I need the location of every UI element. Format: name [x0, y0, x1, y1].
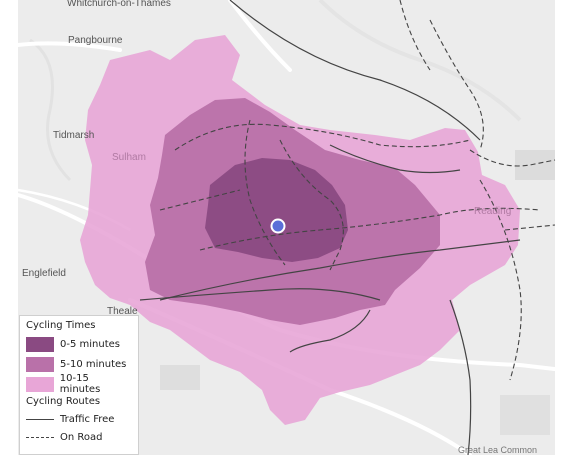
legend-label-10-15: 10-15 minutes	[59, 373, 101, 395]
legend-item-traffic-free: Traffic Free	[26, 410, 132, 428]
map-legend: Cycling Times 0-5 minutes 5-10 minutes 1…	[19, 315, 139, 455]
isochrone-0-5-minutes	[205, 158, 348, 262]
legend-line-solid	[26, 418, 54, 420]
place-label-reading: Reading	[474, 206, 512, 217]
base-map-features	[17, 0, 555, 435]
place-label-pangbourne: Pangbourne	[68, 35, 123, 46]
legend-item-0-5-minutes: 0-5 minutes	[26, 334, 132, 354]
legend-cycling-times-title: Cycling Times	[26, 320, 96, 331]
legend-label-on-road: On Road	[60, 431, 103, 443]
place-label-tidmarsh: Tidmarsh	[53, 130, 95, 141]
place-label-theale: Theale	[107, 306, 138, 317]
legend-item-5-10-minutes: 5-10 minutes	[26, 354, 132, 374]
legend-label-traffic-free: Traffic Free	[60, 413, 115, 425]
legend-swatch-10-15	[26, 376, 54, 392]
cycling-routes-on-road	[159, 0, 556, 381]
legend-item-on-road: On Road	[26, 428, 132, 446]
left-margin	[0, 0, 18, 455]
place-label-englefield: Englefield	[22, 268, 66, 279]
legend-label-0-5: 0-5 minutes	[60, 338, 120, 350]
place-label-sulham: Sulham	[112, 152, 146, 163]
legend-item-10-15-minutes: 10-15 minutes	[26, 373, 132, 395]
legend-cycling-routes-title: Cycling Routes	[26, 396, 101, 407]
right-margin	[555, 0, 563, 455]
legend-label-5-10: 5-10 minutes	[60, 358, 127, 370]
cycling-routes-traffic-free	[139, 0, 521, 455]
legend-swatch-0-5	[26, 336, 54, 352]
legend-line-dashed	[26, 436, 54, 438]
place-label-great-lea-common: Great Lea Common	[458, 445, 538, 455]
place-label-whitchurch: Whitchurch-on-Thames	[67, 0, 171, 9]
origin-marker[interactable]	[270, 218, 286, 234]
legend-swatch-5-10	[26, 356, 54, 372]
